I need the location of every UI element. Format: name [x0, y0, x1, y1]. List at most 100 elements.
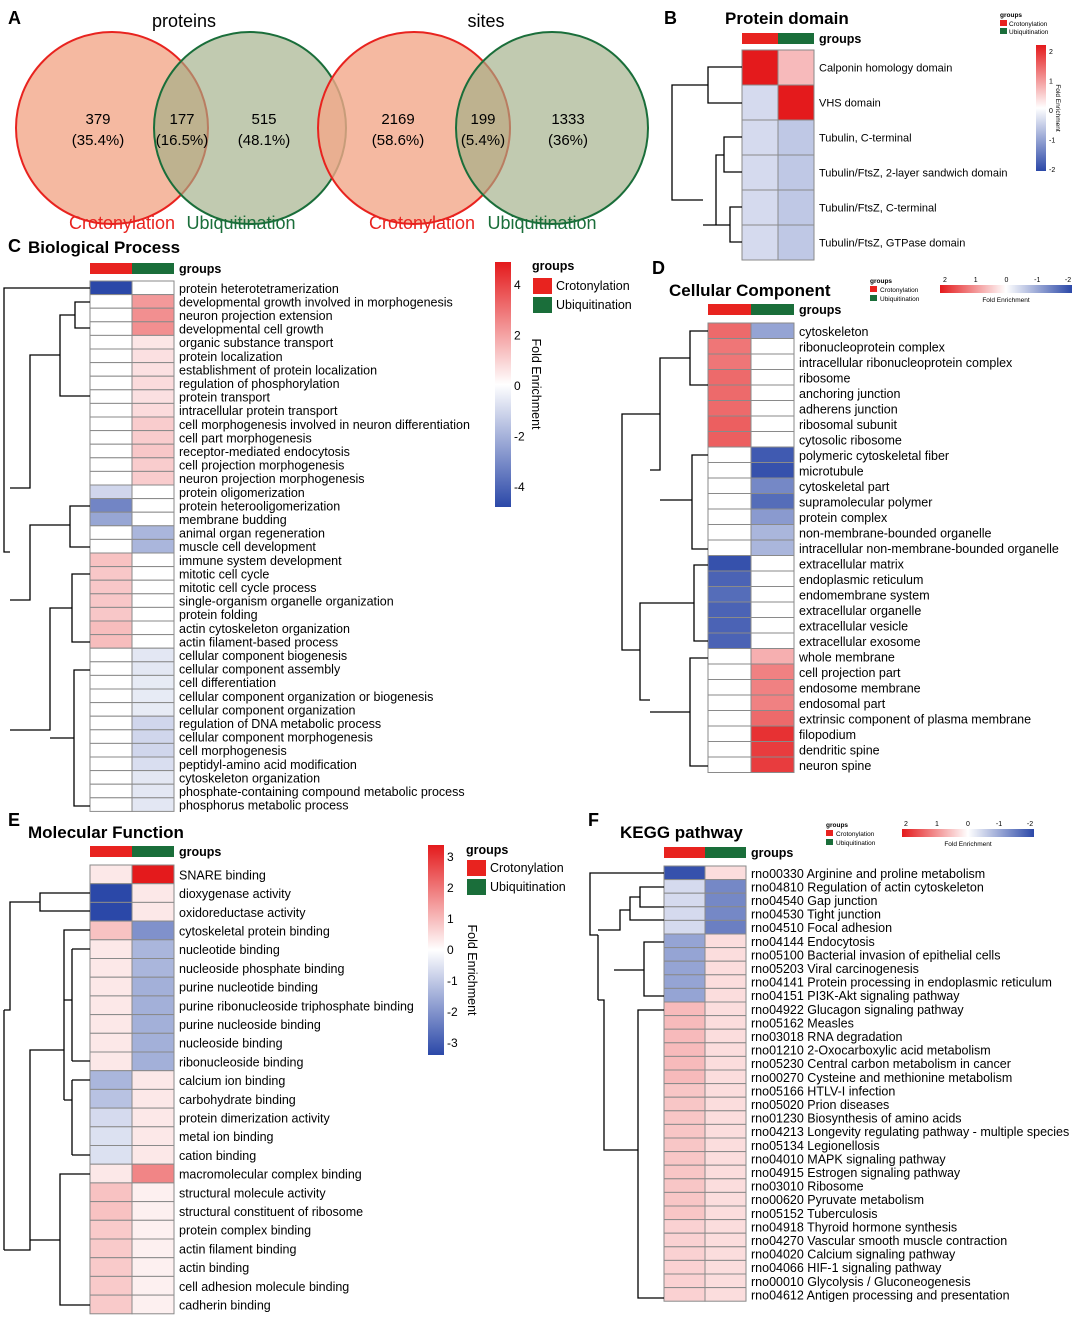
heatmap-cell-crotonylation [707, 617, 752, 634]
heatmap-row-label: protein transport [179, 391, 271, 405]
heatmap-row-label: developmental growth involved in morphog… [179, 295, 453, 309]
heatmap-row-label: intracellular protein transport [179, 404, 338, 418]
heatmap-cell-crotonylation [89, 552, 133, 568]
heatmap-cell-ubiquitination [704, 1083, 747, 1098]
heatmap-cell-crotonylation [707, 400, 752, 417]
heatmap-cell-ubiquitination [750, 632, 795, 649]
heatmap-cell-ubiquitination [131, 1070, 175, 1090]
heatmap-row-label: protein heterooligomerization [179, 499, 340, 513]
heatmap-cell-ubiquitination [131, 579, 175, 595]
heatmap-cell-crotonylation [663, 1069, 706, 1085]
colorbar-tick-label: 0 [447, 943, 454, 957]
panel-d-colorbar-label: Fold Enrichment [982, 297, 1030, 304]
heatmap-cell-crotonylation [89, 702, 133, 717]
heatmap-row-label: nucleoside phosphate binding [179, 962, 344, 976]
heatmap-cell-crotonylation [663, 1123, 706, 1139]
group-bar-crotonylation [742, 33, 778, 44]
heatmap-row-label: protein folding [179, 608, 258, 622]
heatmap-cell-ubiquitination [750, 555, 795, 572]
heatmap-cell-ubiquitination [131, 1294, 175, 1315]
heatmap-cell-ubiquitination [131, 443, 175, 459]
heatmap-row-label: rno05100 Bacterial invasion of epithelia… [751, 948, 1000, 962]
heatmap-cell-ubiquitination [704, 1164, 747, 1180]
panel-b-legend: groups Crotonylation Ubiquitination 210-… [1000, 12, 1061, 174]
heatmap-cell-crotonylation [663, 1205, 706, 1221]
heatmap-cell-ubiquitination [750, 384, 795, 401]
heatmap-cell-crotonylation [707, 756, 752, 773]
panel-b-title: Protein domain [725, 9, 849, 28]
venn-sites-right-count: 1333 [551, 111, 584, 128]
heatmap-cell-ubiquitination [704, 974, 747, 989]
panel-b-legend-swatch-crotonylation [1000, 20, 1007, 26]
heatmap-cell-crotonylation [707, 524, 752, 541]
venn-proteins-label-ubiquitination: Ubiquitination [186, 213, 295, 233]
panel-e-dendrogram [3, 892, 90, 1306]
heatmap-cell-crotonylation [89, 280, 133, 296]
venn-proteins-right-pct: (48.1%) [238, 132, 291, 149]
heatmap-row-label: organic substance transport [179, 336, 334, 350]
heatmap-cell-crotonylation [663, 933, 706, 949]
heatmap-cell-crotonylation [89, 1275, 133, 1296]
groups-row-label: groups [751, 846, 793, 860]
heatmap-cell-crotonylation [89, 756, 133, 772]
heatmap-row-label: Tubulin/FtsZ, C-terminal [819, 203, 937, 215]
heatmap-cell-ubiquitination [131, 702, 175, 717]
venn-proteins-label-crotonylation: Crotonylation [69, 213, 175, 233]
heatmap-cell-crotonylation [707, 353, 752, 370]
heatmap-row-label: rno01230 Biosynthesis of amino acids [751, 1112, 962, 1126]
group-bar-ubiquitination [132, 846, 174, 857]
heatmap-cell-crotonylation [663, 1096, 706, 1112]
heatmap-row-label: cell morphogenesis [179, 744, 287, 758]
heatmap-cell-ubiquitination [131, 457, 175, 472]
heatmap-row-label: rno04010 MAPK signaling pathway [751, 1152, 946, 1166]
heatmap-cell-ubiquitination [777, 119, 815, 156]
groups-row-label: groups [799, 303, 841, 317]
heatmap-cell-ubiquitination [704, 892, 747, 908]
panel-d-cellular-component: Cellular Component groupscytoskeletonrib… [621, 277, 1072, 773]
heatmap-row-label: macromolecular complex binding [179, 1168, 362, 1182]
heatmap-row-label: rno04020 Calcium signaling pathway [751, 1248, 956, 1262]
heatmap-cell-crotonylation [741, 224, 779, 261]
heatmap-cell-ubiquitination [704, 1055, 747, 1071]
heatmap-cell-crotonylation [663, 1083, 706, 1098]
groups-row-label: groups [819, 32, 861, 46]
panel-b-colorbar [1036, 45, 1046, 171]
heatmap-row-label: extrinsic component of plasma membrane [799, 712, 1031, 726]
heatmap-cell-ubiquitination [704, 1015, 747, 1030]
heatmap-cell-crotonylation [663, 879, 706, 894]
heatmap-cell-crotonylation [89, 647, 133, 663]
colorbar-tick-label: -2 [447, 1005, 458, 1019]
heatmap-cell-crotonylation [89, 976, 133, 997]
heatmap-cell-crotonylation [707, 570, 752, 587]
heatmap-cell-crotonylation [89, 715, 133, 731]
group-bar-crotonylation [708, 304, 751, 315]
heatmap-row-label: cation binding [179, 1149, 256, 1163]
panel-b-dendrogram [671, 66, 742, 243]
heatmap-cell-crotonylation [89, 770, 133, 785]
heatmap-cell-crotonylation [89, 498, 133, 513]
heatmap-row-label: cell part morphogenesis [179, 431, 312, 445]
heatmap-cell-ubiquitination [131, 883, 175, 903]
heatmap-cell-ubiquitination [131, 634, 175, 649]
heatmap-cell-crotonylation [663, 1178, 706, 1193]
panel-e-legend: groups Crotonylation Ubiquitination 3210… [428, 843, 566, 1055]
colorbar-tick-label: 1 [935, 821, 939, 828]
heatmap-cell-crotonylation [663, 892, 706, 908]
heatmap-cell-ubiquitination [131, 1257, 175, 1277]
heatmap-cell-ubiquitination [750, 338, 795, 355]
heatmap-row-label: endosomal part [799, 697, 886, 711]
panel-c-dendrogram-path [3, 287, 90, 807]
heatmap-row-label: carbohydrate binding [179, 1093, 296, 1107]
panel-d-legend-swatch-crotonylation [870, 286, 877, 292]
heatmap-cell-ubiquitination [750, 663, 795, 680]
heatmap-row-label: rno04612 Antigen processing and presenta… [751, 1288, 1010, 1302]
heatmap-cell-ubiquitination [704, 1123, 747, 1139]
heatmap-row-label: protein complex binding [179, 1224, 311, 1238]
panel-e-legend-ubiquitination: Ubiquitination [490, 880, 566, 894]
panel-d-colorbar [940, 285, 1072, 293]
heatmap-cell-ubiquitination [777, 84, 815, 121]
